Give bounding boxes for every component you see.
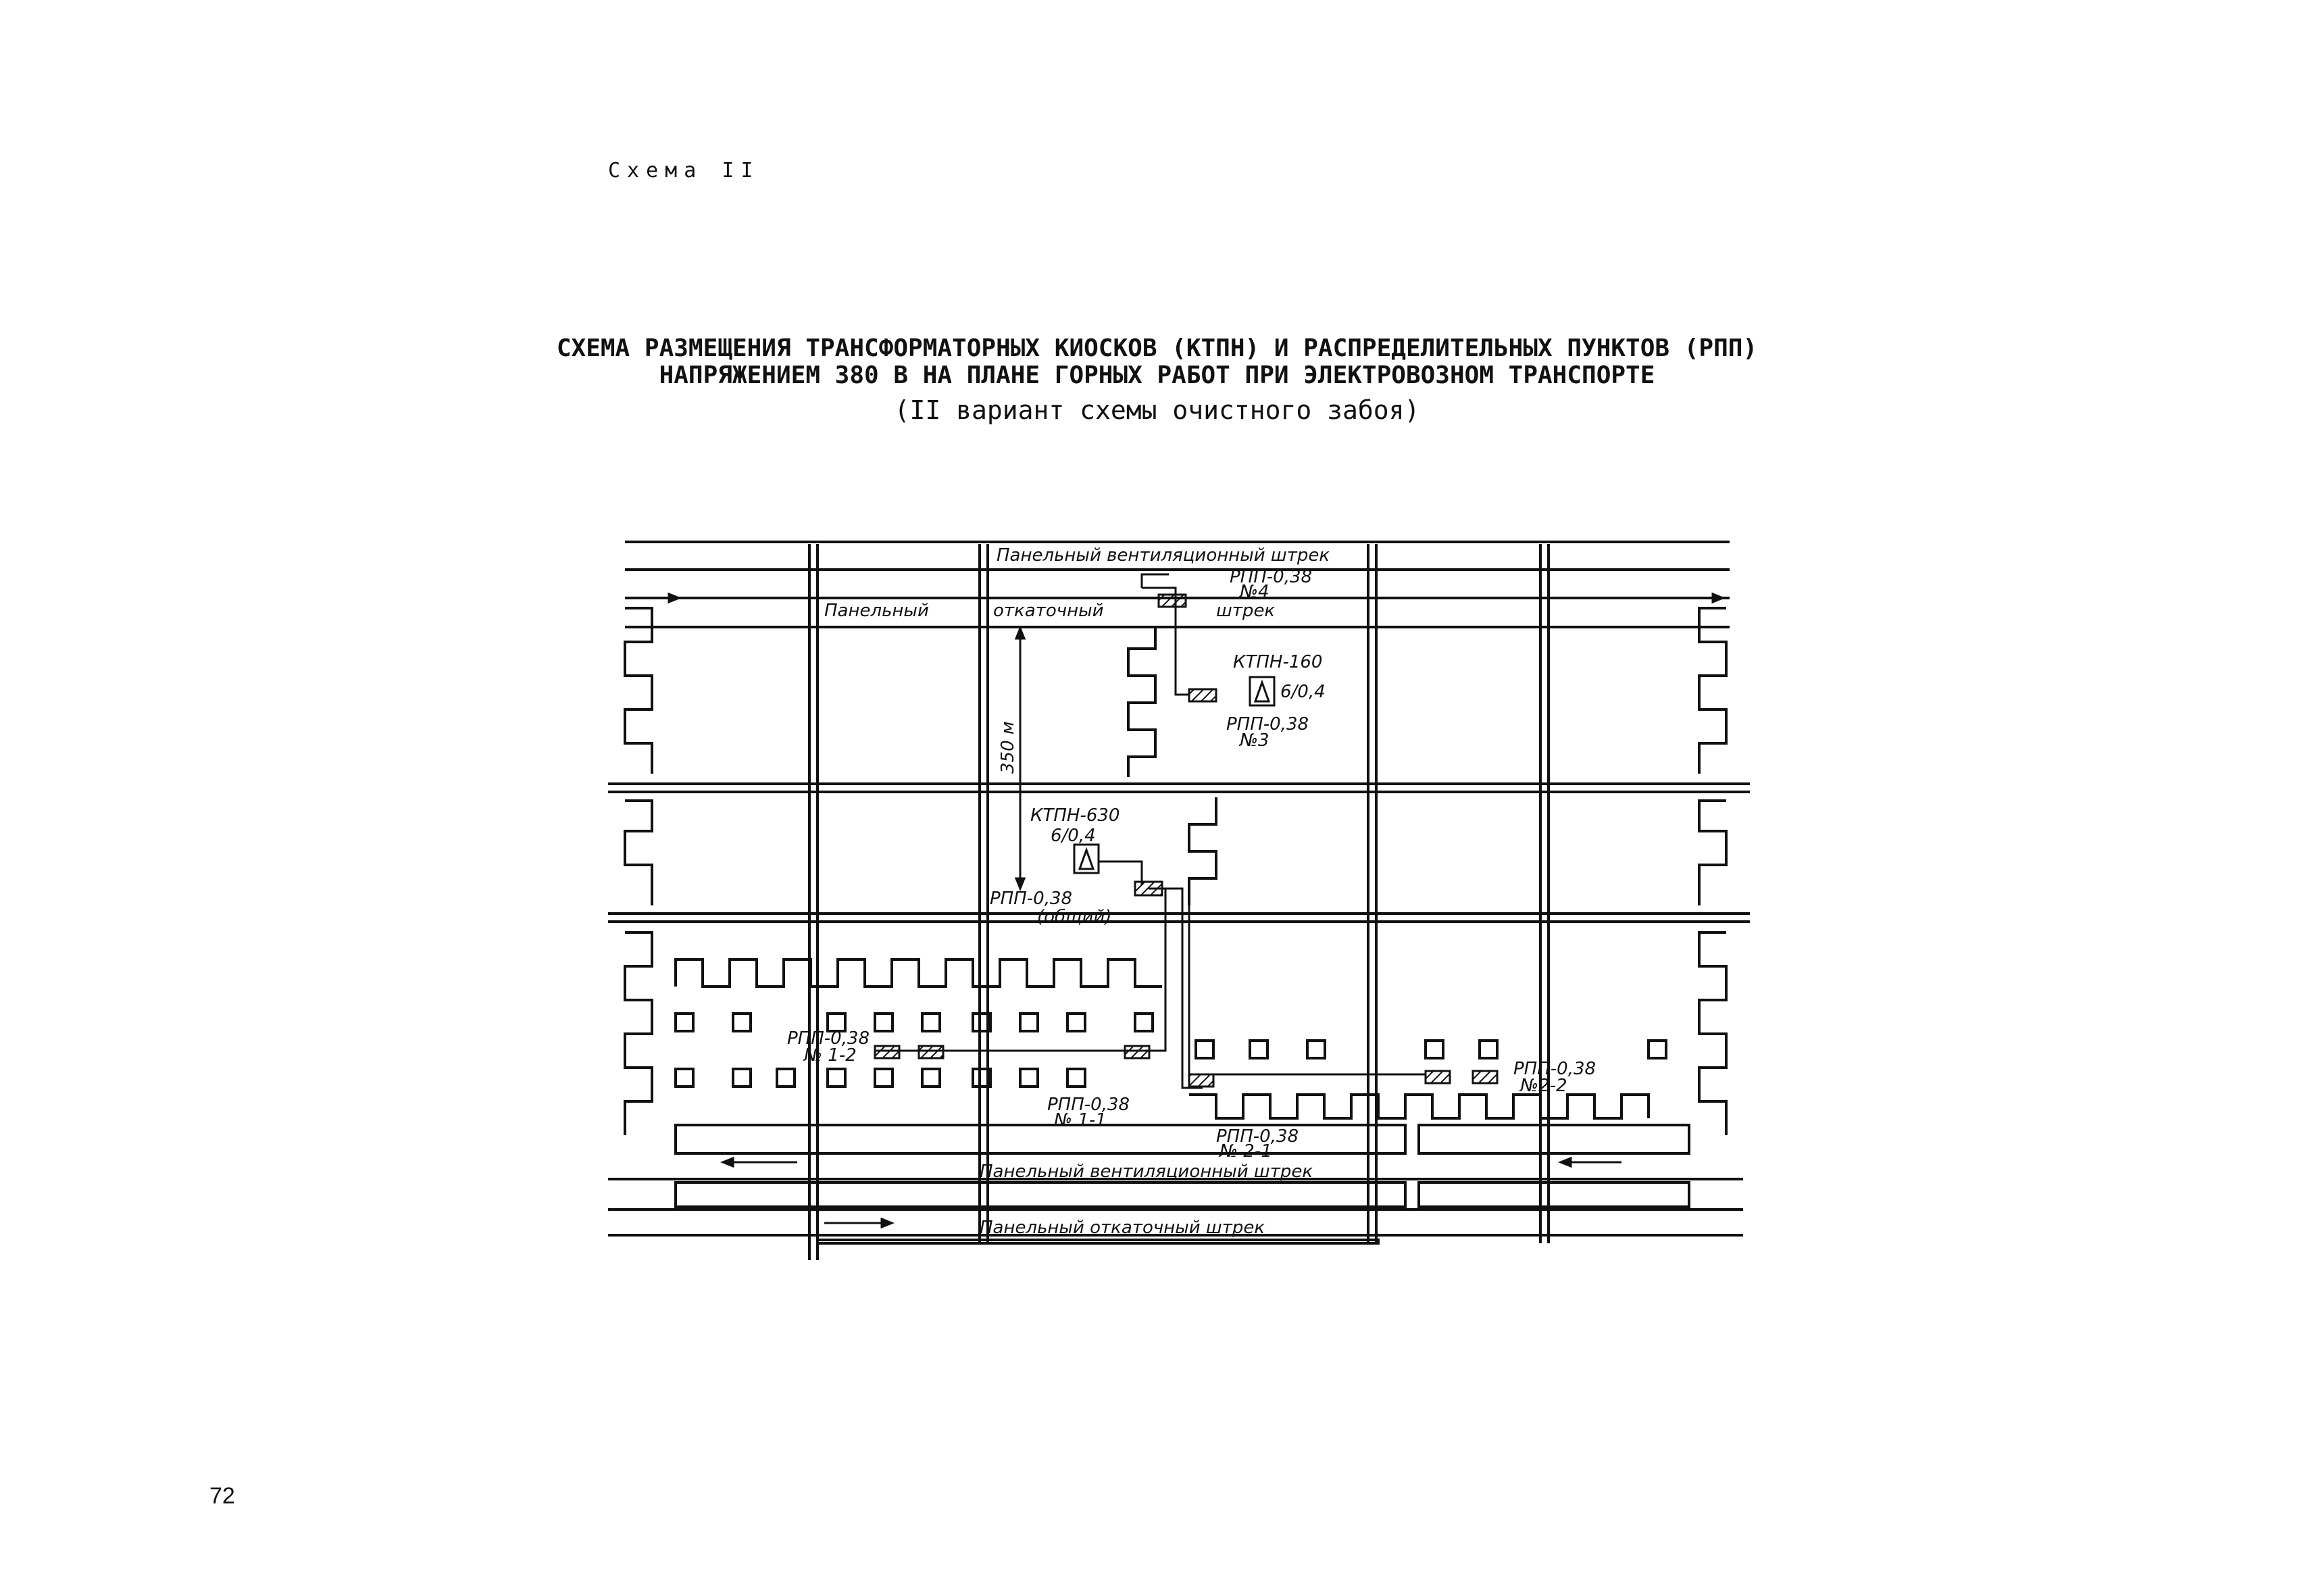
label-ktpn-160-a: КТПН-160: [1233, 652, 1322, 672]
schema-label: Схема II: [608, 159, 760, 182]
title-line-1: СХЕМА РАЗМЕЩЕНИЯ ТРАНСФОРМАТОРНЫХ КИОСКО…: [556, 334, 1758, 362]
pillar-left: [624, 607, 653, 1135]
rpp-common-symbol: [1134, 880, 1163, 897]
label-rpp-2-2-b: №2-2: [1519, 1076, 1567, 1096]
label-top-haul-right: штрек: [1216, 601, 1275, 621]
airflow-arrowhead: [1014, 877, 1026, 892]
airflow-arrowhead: [720, 1156, 734, 1168]
ktpn-160-triangle: [1253, 679, 1271, 703]
label-rpp-common-a: РПП-0,38: [990, 889, 1072, 909]
label-rpp-1-1-a: РПП-0,38: [1047, 1095, 1130, 1115]
rpp-2-2-symbol-a: [1424, 1070, 1451, 1084]
label-rpp-1-2-b: № 1-2: [803, 1045, 857, 1066]
conveyor-strip: [674, 1124, 1407, 1155]
label-bottom-haul-drift: Панельный откаточный штрек: [980, 1218, 1265, 1238]
label-top-haul-left: Панельный: [824, 601, 929, 621]
label-rpp-2-2-a: РПП-0,38: [1513, 1059, 1596, 1079]
conveyor-strip: [1417, 1181, 1690, 1208]
pillar-center: [1127, 628, 1217, 905]
cable-line: [1140, 573, 1169, 588]
ktpn-630-triangle: [1078, 847, 1095, 870]
rpp-2-2-symbol-b: [1472, 1070, 1499, 1084]
label-rpp-2-1-b: № 2-1: [1218, 1141, 1272, 1162]
longwall-face-left: [674, 958, 1162, 988]
conveyor-strip: [1417, 1124, 1690, 1155]
rpp-1-1-symbol: [1124, 1045, 1151, 1059]
cable-line: [1095, 860, 1143, 885]
label-rpp-1-1-b: № 1-1: [1053, 1110, 1107, 1130]
label-rpp-common-b: (общий): [1037, 907, 1112, 927]
label-rpp-4-a: РПП-0,38: [1230, 567, 1312, 587]
conveyor-strip: [674, 1181, 1407, 1208]
title-line-3: (II вариант схемы очистного забоя): [894, 395, 1420, 425]
conveyor-strip: [816, 1239, 1380, 1245]
label-ktpn-630-a: КТПН-630: [1030, 805, 1120, 826]
label-bottom-vent-drift: Панельный вентиляционный штрек: [980, 1162, 1313, 1182]
title-line-2: НАПРЯЖЕНИЕМ 380 В НА ПЛАНЕ ГОРНЫХ РАБОТ …: [659, 361, 1655, 389]
rpp-2-1-symbol: [1188, 1073, 1215, 1088]
cable-line: [1142, 587, 1189, 696]
longwall-face-right: [1189, 1093, 1650, 1120]
label-top-haul-mid: откаточный: [993, 601, 1104, 621]
pillar-right: [1698, 607, 1728, 1135]
airflow-arrowhead: [880, 1217, 895, 1229]
airflow-arrowhead: [1014, 625, 1026, 640]
label-rpp-1-2-a: РПП-0,38: [787, 1028, 870, 1049]
airflow-arrowhead: [1557, 1156, 1572, 1168]
rpp-4-symbol: [1157, 593, 1187, 608]
rpp-1-2-symbol-a: [874, 1045, 901, 1059]
label-ktpn-160-b: 6/0,4: [1280, 682, 1326, 702]
pillar-squares: [674, 1012, 1667, 1088]
label-distance: 350 м: [998, 721, 1018, 774]
label-top-vent-drift: Панельный вентиляционный штрек: [997, 545, 1330, 566]
label-rpp-4-b: №4: [1238, 582, 1269, 602]
airflow-arrowhead: [1711, 592, 1726, 604]
airflow-arrowhead: [668, 592, 682, 604]
rpp-1-2-symbol-b: [917, 1045, 945, 1059]
rpp-3-symbol: [1188, 688, 1217, 703]
label-ktpn-630-b: 6/0,4: [1051, 826, 1096, 846]
label-rpp-2-1-a: РПП-0,38: [1216, 1126, 1299, 1147]
label-rpp-3-a: РПП-0,38: [1226, 714, 1309, 734]
page-number: 72: [209, 1483, 235, 1509]
label-rpp-3-b: №3: [1238, 730, 1269, 751]
